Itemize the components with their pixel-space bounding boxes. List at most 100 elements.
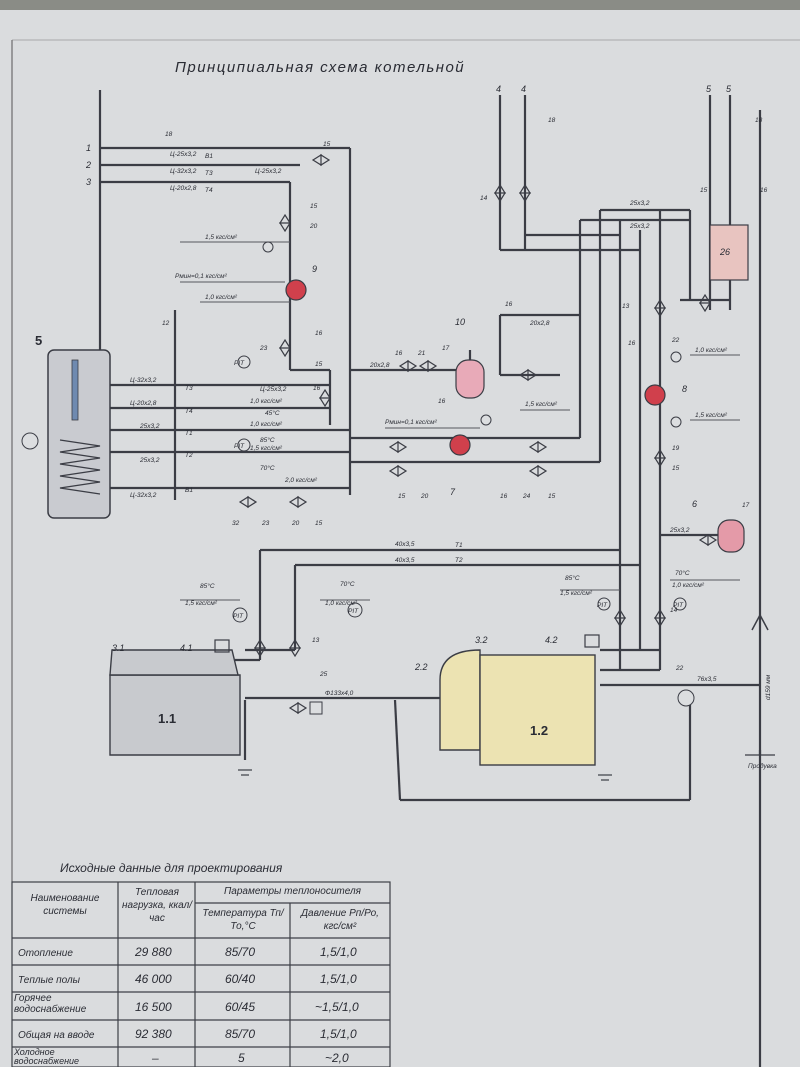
svg-text:Т2: Т2	[455, 557, 463, 564]
pump-8-icon	[644, 384, 666, 406]
valve-icon	[238, 495, 258, 509]
svg-text:45°С: 45°С	[265, 409, 280, 417]
svg-text:Т2: Т2	[185, 452, 193, 459]
water-heater	[47, 349, 111, 519]
row-temp: 85/70	[225, 945, 255, 959]
pressure-gauge-icon	[673, 597, 687, 611]
valve-icon	[698, 533, 718, 547]
svg-text:Т4: Т4	[185, 408, 193, 415]
svg-text:18: 18	[548, 117, 556, 124]
svg-text:1,5 кгс/см²: 1,5 кгс/см²	[525, 401, 558, 408]
svg-text:20: 20	[309, 223, 318, 230]
row-pressure: 1,5/1,0	[320, 972, 357, 986]
svg-text:Продувка: Продувка	[748, 762, 777, 770]
valve-icon	[653, 448, 667, 468]
svg-text:16: 16	[315, 330, 323, 337]
valves	[238, 153, 718, 715]
svg-text:Pмин=0,1 кгс/см²: Pмин=0,1 кгс/см²	[385, 419, 438, 426]
svg-text:9: 9	[312, 264, 317, 274]
chimney-arrow-icon	[751, 613, 769, 631]
svg-text:15: 15	[548, 493, 556, 500]
thermometer-icon	[21, 432, 39, 450]
outlets-top: 4 4 5 5	[496, 84, 732, 94]
svg-text:Ц-20х2,8: Ц-20х2,8	[130, 400, 157, 407]
svg-text:Т1: Т1	[455, 542, 463, 549]
valve-icon	[318, 388, 332, 408]
svg-text:PIT: PIT	[348, 608, 359, 615]
svg-text:19: 19	[672, 445, 680, 452]
valve-icon	[518, 183, 532, 203]
gauges	[21, 241, 695, 715]
row-load: 16 500	[135, 1000, 172, 1014]
valve-icon	[418, 359, 438, 373]
svg-text:16: 16	[438, 398, 446, 405]
header-params: Параметры теплоносителя	[224, 886, 361, 897]
svg-text:2: 2	[85, 160, 91, 170]
svg-text:25х3,2: 25х3,2	[669, 527, 690, 534]
svg-text:70°С: 70°С	[675, 569, 690, 577]
valve-icon	[493, 183, 507, 203]
svg-text:23: 23	[259, 345, 268, 352]
svg-text:Ц-32х3,2: Ц-32х3,2	[130, 377, 157, 384]
svg-text:16: 16	[628, 340, 636, 347]
equipment-labels: 5 1.1 1.2 3.1 3.2 2.2 4.1 4.2 6 7 8 9 10…	[35, 247, 730, 738]
svg-text:PIT: PIT	[673, 602, 684, 609]
svg-text:24: 24	[522, 493, 531, 500]
svg-text:2.2: 2.2	[414, 662, 428, 672]
row-name: Холодное водоснабжение	[14, 1048, 80, 1066]
gauge-labels: PIT PIT PIT PIT PIT PIT	[233, 360, 684, 620]
svg-text:4.1: 4.1	[180, 643, 193, 653]
svg-text:15: 15	[700, 187, 708, 194]
valve-icon	[613, 608, 627, 628]
svg-text:1,5 кгс/см²: 1,5 кгс/см²	[560, 590, 593, 597]
svg-text:Т4: Т4	[205, 187, 213, 194]
row-load: 46 000	[135, 972, 172, 986]
row-temp: 5	[238, 1051, 245, 1065]
svg-text:Ц-32х3,2: Ц-32х3,2	[170, 168, 197, 175]
expansion-tank-6	[717, 519, 745, 553]
boiler-1	[109, 639, 241, 756]
svg-text:15: 15	[323, 141, 331, 148]
svg-text:15: 15	[315, 361, 323, 368]
pressure-gauge-icon	[237, 355, 251, 369]
row-load: –	[151, 1051, 159, 1065]
valve-icon	[528, 440, 548, 454]
row-load: 92 380	[135, 1027, 172, 1041]
svg-text:В1: В1	[185, 487, 193, 494]
row-pressure: ~1,5/1,0	[315, 1000, 359, 1014]
svg-text:25х3,2: 25х3,2	[629, 200, 650, 207]
valve-icon	[288, 638, 302, 658]
valve-tags: 18 15 15 20 12 16 23 15 16 16 21 17 16 1…	[162, 117, 768, 678]
svg-text:18: 18	[755, 117, 763, 124]
drawing-sheet: Принципиальная схема котельной	[0, 10, 800, 1067]
boiler-schematic: Принципиальная схема котельной	[11, 39, 800, 1067]
svg-text:7: 7	[450, 487, 456, 497]
svg-text:Ц-25х3,2: Ц-25х3,2	[260, 386, 287, 393]
svg-text:22: 22	[675, 665, 684, 672]
svg-text:85°С: 85°С	[200, 582, 215, 590]
pump-7-icon	[449, 434, 471, 456]
svg-text:16: 16	[500, 493, 508, 500]
header-temp: Температура Тп/То,°С	[202, 908, 284, 932]
svg-text:17: 17	[742, 502, 750, 509]
expansion-tank-10	[455, 359, 485, 399]
row-name: Горячее водоснабжение	[14, 993, 87, 1015]
valve-icon	[388, 464, 408, 478]
svg-text:1,5 кгс/см²: 1,5 кгс/см²	[185, 600, 218, 607]
row-pressure: 1,5/1,0	[320, 945, 357, 959]
svg-text:15: 15	[310, 203, 318, 210]
svg-text:4: 4	[496, 84, 501, 94]
valve-icon	[288, 701, 308, 715]
pressure-gauge-icon	[262, 241, 274, 253]
svg-text:1: 1	[86, 143, 91, 153]
svg-text:14: 14	[670, 607, 678, 614]
svg-text:1.1: 1.1	[158, 711, 176, 726]
svg-text:70°С: 70°С	[340, 580, 355, 588]
pressure-gauge-icon	[670, 416, 682, 428]
svg-text:1,0 кгс/см²: 1,0 кгс/см²	[250, 421, 283, 428]
valve-icon	[528, 464, 548, 478]
svg-text:Т1: Т1	[185, 430, 193, 437]
svg-text:3.2: 3.2	[475, 635, 488, 645]
parameter-labels: 1,5 кгс/см² Pмин=0,1 кгс/см² 1,0 кгс/см²…	[175, 234, 728, 607]
svg-text:40х3,5: 40х3,5	[395, 541, 415, 548]
